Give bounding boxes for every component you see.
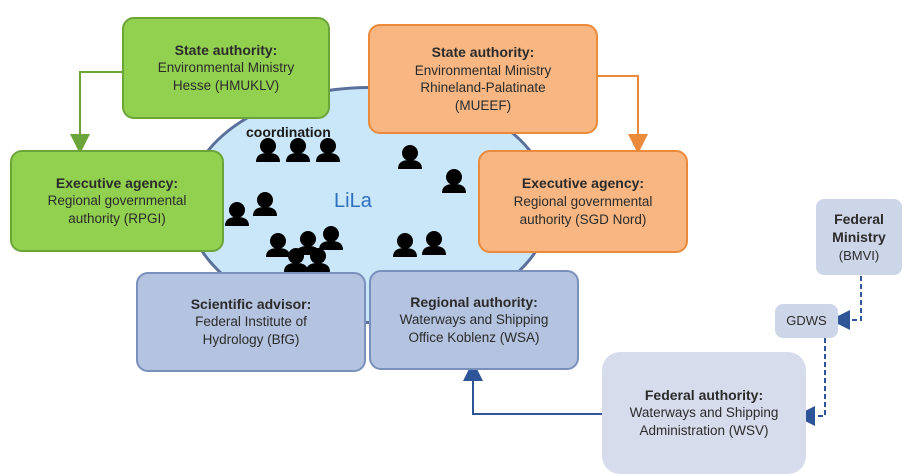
arrow-wsv-to-wsa (463, 361, 602, 415)
box-title: State authority: (174, 41, 278, 58)
person-icon (256, 138, 340, 162)
box-line: Regional governmental (47, 193, 187, 209)
box-line: Waterways and Shipping (399, 312, 549, 328)
box-line: Rhineland-Palatinate (420, 80, 546, 96)
arrow-rlp-to-sgd (598, 75, 648, 154)
federal-authority-wsv-box: Federal authority: Waterways and Shippin… (602, 352, 806, 474)
scientific-advisor-box: Scientific advisor: Federal Institute of… (136, 272, 366, 372)
gdws-box: GDWS (775, 304, 838, 338)
box-title: Federal (834, 210, 884, 227)
state-authority-rlp-box: State authority: Environmental Ministry … (368, 24, 598, 134)
box-title: Executive agency: (55, 174, 179, 191)
arrow-bmvi-to-gdws (830, 276, 862, 330)
box-line: Regional governmental (513, 193, 653, 209)
person-icon (266, 226, 343, 272)
box-title: State authority: (431, 44, 535, 61)
box-line: Waterways and Shipping (629, 405, 779, 421)
box-title: Federal authority: (644, 386, 764, 403)
arrow-hesse-to-rpgi (70, 71, 122, 154)
box-line: Hydrology (BfG) (202, 332, 300, 348)
person-icon (398, 145, 466, 193)
box-line: GDWS (786, 313, 827, 329)
person-icon (225, 192, 277, 226)
box-line: Office Koblenz (WSA) (408, 330, 540, 346)
box-line: (MUEEF) (454, 98, 512, 114)
box-line: (BMVI) (838, 247, 880, 263)
box-line: authority (RPGI) (68, 211, 166, 227)
executive-agency-sgd-box: Executive agency: Regional governmental … (478, 150, 688, 253)
box-line: Federal Institute of (195, 314, 307, 330)
regional-authority-wsa-box: Regional authority: Waterways and Shippi… (369, 270, 579, 370)
box-title: Executive agency: (521, 175, 645, 192)
federal-ministry-box: Federal Ministry (BMVI) (816, 199, 902, 275)
coordination-label: coordination (246, 124, 331, 140)
executive-agency-rpgi-box: Executive agency: Regional governmental … (10, 150, 224, 252)
box-line: authority (SGD Nord) (519, 211, 647, 227)
box-title: Scientific advisor: (190, 295, 312, 312)
lila-label: LiLa (334, 190, 372, 212)
box-line: Environmental Ministry (157, 60, 295, 76)
person-icon (393, 231, 446, 257)
box-title: Regional authority: (410, 293, 538, 310)
arrow-gdws-to-wsv (795, 338, 826, 426)
box-line: Environmental Ministry (414, 62, 552, 78)
box-title: Ministry (832, 229, 886, 246)
state-authority-hesse-box: State authority: Environmental Ministry … (122, 17, 330, 119)
box-line: Hesse (HMUKLV) (172, 78, 280, 94)
box-line: Administration (WSV) (639, 423, 769, 439)
